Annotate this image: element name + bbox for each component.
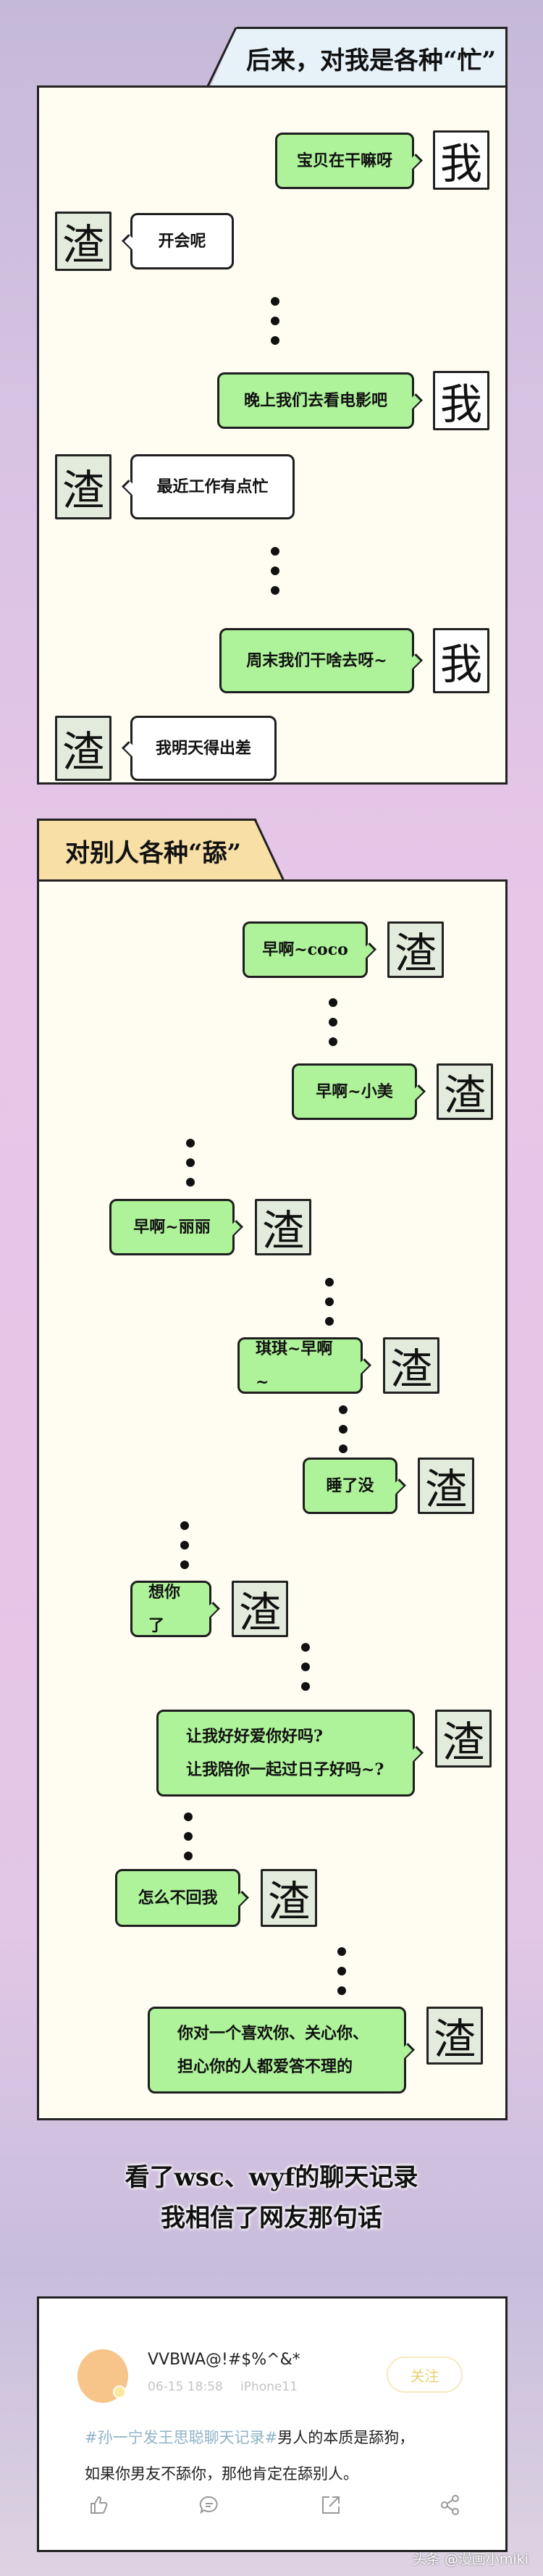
chat-bubble-zha-flirt: 睡了没	[303, 1458, 397, 1514]
chat-bubble-zha-flirt: 早啊~丽丽	[109, 1199, 235, 1255]
ellipsis-dots	[301, 1643, 311, 1702]
avatar-zha: 渣	[232, 1581, 288, 1637]
chat-bubble-zha-flirt: 你对一个喜欢你、关心你、担心你的人都爱答不理的	[148, 2007, 406, 2094]
chat-bubble-zha-flirt: 早啊~小美	[292, 1063, 417, 1120]
ellipsis-dots	[184, 1812, 194, 1871]
tab-slant-line	[206, 27, 237, 88]
repost-icon[interactable]	[320, 2494, 342, 2516]
ellipsis-dots	[339, 1405, 349, 1464]
post-text-line-1: #孙一宁发王思聪聊天记录#男人的本质是舔狗，	[85, 2426, 414, 2448]
chat-bubble-zha-flirt: 琪琪~早啊~	[237, 1337, 363, 1394]
ellipsis-dots	[325, 1278, 335, 1337]
avatar-zha: 渣	[261, 1869, 317, 1927]
username[interactable]: VVBWA@!#$%^&*	[148, 2351, 300, 2369]
ellipsis-dots	[271, 297, 281, 356]
avatar-zha: 渣	[255, 1199, 311, 1255]
avatar-zha: 渣	[437, 1063, 493, 1120]
ellipsis-dots	[337, 1947, 348, 2006]
avatar-zha: 渣	[418, 1458, 474, 1514]
caption-line-1: 看了wsc、wyf的聊天记录	[125, 2163, 418, 2192]
post-text-line-2: 如果你男友不舔你，那他肯定在舔别人。	[85, 2465, 358, 2483]
avatar-zha: 渣	[435, 1710, 492, 1768]
like-icon[interactable]	[88, 2494, 110, 2516]
avatar-zha: 渣	[55, 454, 111, 519]
chat-bubble-zha-flirt: 让我好好爱你好吗?让我陪你一起过日子好吗~?	[156, 1710, 415, 1797]
chat-bubble-me: 周末我们干啥去呀~	[219, 628, 414, 693]
chat-bubble-zha-flirt: 早啊~coco	[243, 921, 368, 978]
chat-bubble-me: 宝贝在干嘛呀	[275, 133, 414, 189]
share-icon[interactable]	[439, 2494, 461, 2516]
avatar-me: 我	[433, 371, 489, 430]
weibo-post-card: VVBWA@!#$%^&* 06-15 18:58 iPhone11 关注 #孙…	[37, 2296, 508, 2552]
watermark: 头条 @漫画小miki	[412, 2551, 529, 2567]
avatar-zha: 渣	[55, 716, 111, 781]
post-device: iPhone11	[240, 2380, 298, 2394]
caption-line-2: 我相信了网友那句话	[161, 2204, 382, 2233]
chat-bubble-me: 晚上我们去看电影吧	[217, 372, 414, 429]
section2-title: 对别人各种“舔”	[65, 839, 242, 868]
avatar-zha: 渣	[426, 2007, 483, 2065]
chat-bubble-zha: 最近工作有点忙	[130, 454, 295, 519]
ellipsis-dots	[271, 547, 281, 606]
section2-title-tab: 对别人各种“舔”	[37, 819, 283, 881]
avatar-zha: 渣	[55, 212, 111, 271]
post-date: 06-15 18:58	[148, 2380, 223, 2394]
chat-bubble-zha-flirt: 想你了	[130, 1581, 211, 1637]
avatar-zha: 渣	[387, 921, 444, 978]
avatar-zha: 渣	[383, 1337, 439, 1394]
post-text: 男人的本质是舔狗，	[277, 2429, 415, 2446]
tab-slant-line	[253, 819, 285, 881]
chat-bubble-zha: 开会呢	[130, 213, 234, 269]
section1-title: 后来，对我是各种“忙”	[246, 46, 497, 75]
hashtag-link[interactable]: #孙一宁发王思聪聊天记录#	[85, 2429, 278, 2446]
verified-badge-icon	[113, 2385, 126, 2399]
avatar-me: 我	[433, 130, 489, 190]
ellipsis-dots	[186, 1139, 196, 1197]
comment-icon[interactable]	[198, 2494, 220, 2516]
chat-bubble-zha: 我明天得出差	[130, 716, 277, 781]
chat-bubble-zha-flirt: 怎么不回我	[115, 1869, 240, 1927]
section1-title-tab: 后来，对我是各种“忙”	[210, 27, 508, 88]
avatar-me: 我	[433, 628, 489, 693]
ellipsis-dots	[329, 998, 339, 1057]
follow-button[interactable]: 关注	[387, 2357, 463, 2393]
ellipsis-dots	[180, 1521, 190, 1580]
